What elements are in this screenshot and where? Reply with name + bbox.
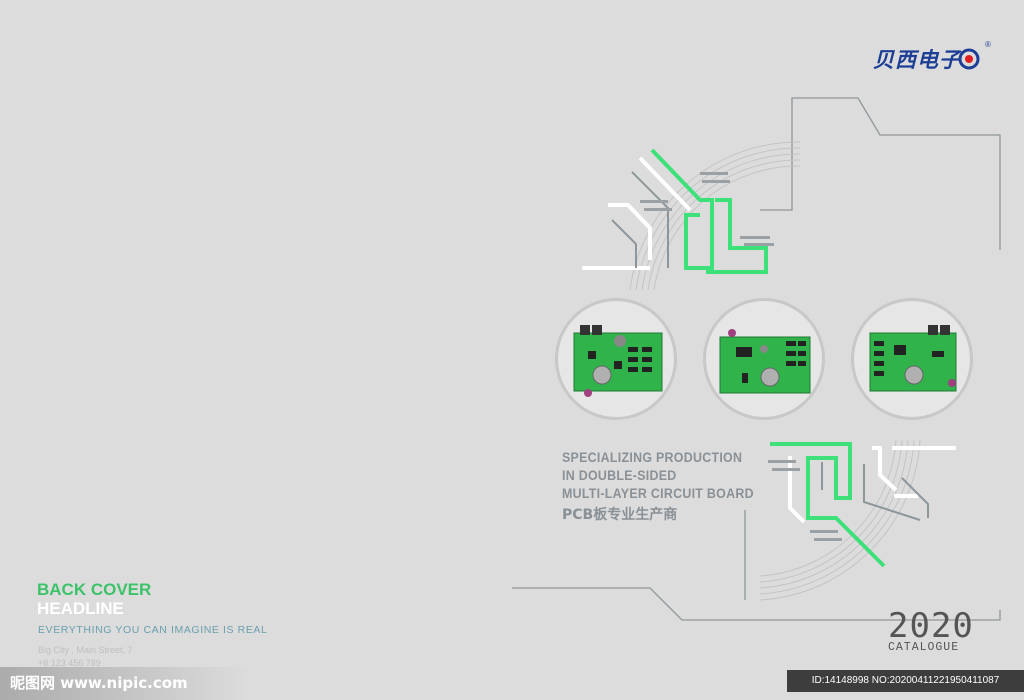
- catalogue-year: 2020: [888, 606, 974, 646]
- back-cover-title-line-2: HEADLINE: [37, 599, 124, 618]
- back-cover-title-line-1: BACK COVER: [37, 580, 152, 599]
- phone: +8 123 456 789: [38, 658, 101, 668]
- tagline: EVERYTHING YOU CAN IMAGINE IS REAL: [38, 624, 268, 636]
- watermark-id: ID:14148998 NO:20200411221950411087: [787, 670, 1024, 692]
- brand-logo: 贝西电子 ®: [873, 40, 991, 74]
- headline-chinese: PCB板专业生产商: [562, 507, 678, 523]
- catalogue-label: CATALOGUE: [888, 641, 960, 654]
- back-cover-title: BACK COVER HEADLINE: [37, 580, 151, 618]
- pcb-board-icon: [719, 329, 811, 394]
- contact-info: Big City , Main Street, 7 +8 123 456 789: [38, 644, 133, 670]
- pcb-photo-2: [703, 298, 825, 420]
- headline-line-2: IN DOUBLE-SIDED: [562, 468, 677, 483]
- pcb-photo-1: [555, 298, 677, 420]
- pcb-photo-3: [851, 298, 973, 420]
- registered-mark: ®: [985, 40, 991, 49]
- pcb-board-icon: [869, 325, 957, 392]
- headline-block: SPECIALIZING PRODUCTION IN DOUBLE-SIDED …: [562, 449, 771, 524]
- pcb-board-icon: [573, 325, 663, 397]
- headline-line-3: MULTI-LAYER CIRCUIT BOARD: [562, 486, 754, 501]
- watermark-site: 昵图网 www.nipic.com: [0, 667, 250, 700]
- address: Big City , Main Street, 7: [38, 645, 133, 655]
- logo-mark-icon: [958, 48, 980, 70]
- logo-text: 贝西电子: [873, 48, 961, 72]
- headline-line-1: SPECIALIZING PRODUCTION: [562, 450, 743, 465]
